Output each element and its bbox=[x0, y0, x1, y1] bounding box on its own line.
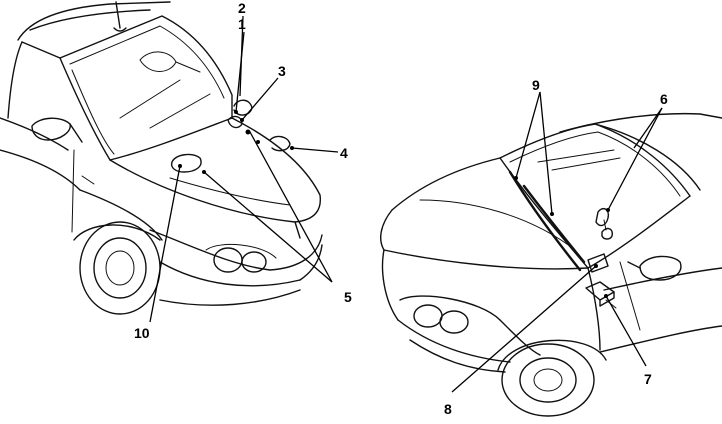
callout-8: 8 bbox=[444, 401, 452, 417]
right-car-illustration bbox=[380, 112, 722, 417]
callout-7: 7 bbox=[644, 371, 652, 387]
callout-leaders bbox=[149, 15, 663, 393]
callout-3: 3 bbox=[278, 63, 286, 79]
callout-6: 6 bbox=[660, 91, 668, 107]
callout-labels: 2 1 3 4 5 10 9 6 7 8 bbox=[134, 0, 668, 417]
callout-10: 10 bbox=[134, 325, 150, 341]
left-car-illustration bbox=[0, 1, 323, 315]
callout-9: 9 bbox=[532, 77, 540, 93]
callout-4: 4 bbox=[340, 145, 348, 161]
callout-1: 1 bbox=[238, 16, 246, 32]
callout-5: 5 bbox=[344, 289, 352, 305]
callout-2: 2 bbox=[238, 0, 246, 16]
